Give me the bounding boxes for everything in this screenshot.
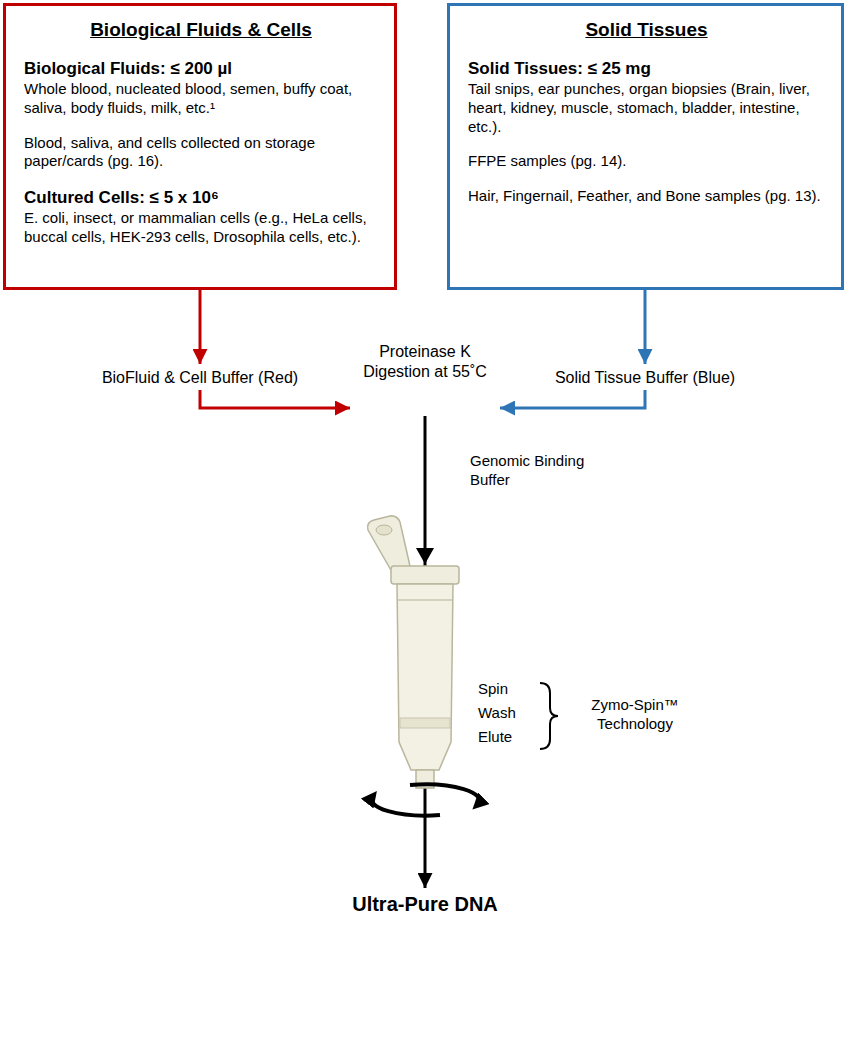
result-label: Ultra-Pure DNA bbox=[310, 888, 540, 921]
box-heading: Solid Tissues bbox=[468, 18, 825, 42]
column-body bbox=[397, 584, 453, 770]
box-text: Cultured Cells: ≤ 5 x 10⁶ bbox=[24, 187, 378, 208]
column-rim bbox=[391, 566, 459, 584]
box-text: FFPE samples (pg. 14). bbox=[468, 152, 825, 171]
lid-plug bbox=[376, 525, 392, 535]
box-text: BioFluid & Cell Buffer (Red) bbox=[99, 368, 301, 388]
flow-arrow bbox=[200, 390, 350, 408]
box-text: Ultra-Pure DNA bbox=[314, 892, 536, 917]
arrow-head bbox=[416, 548, 434, 564]
flow-arrow bbox=[644, 290, 647, 364]
spin-arrow bbox=[372, 796, 440, 816]
flow-arrow bbox=[199, 290, 202, 364]
sample-box: Biological Fluids & CellsBiological Flui… bbox=[3, 3, 397, 290]
box-text: Blood, saliva, and cells collected on st… bbox=[24, 134, 378, 172]
buffer-label: BioFluid & Cell Buffer (Red) bbox=[95, 364, 305, 390]
flow-arrow bbox=[500, 390, 645, 408]
box-text: Tail snips, ear punches, organ biopsies … bbox=[468, 80, 825, 136]
box-text: Whole blood, nucleated blood, semen, buf… bbox=[24, 80, 378, 118]
box-heading: Biological Fluids & Cells bbox=[24, 18, 378, 42]
box-text: Biological Fluids: ≤ 200 µl bbox=[24, 58, 378, 79]
bracket bbox=[540, 683, 558, 749]
column-lid bbox=[368, 516, 410, 572]
column-collar bbox=[398, 599, 452, 601]
digestion-step: Proteinase K Digestion at 55˚C bbox=[350, 338, 500, 416]
box-text: Solid Tissue Buffer (Blue) bbox=[544, 368, 746, 388]
spin-arrow bbox=[410, 784, 479, 805]
technology-label: Zymo-Spin™ Technology bbox=[572, 696, 698, 734]
box-text: Solid Tissues: ≤ 25 mg bbox=[468, 58, 825, 79]
box-text: E. coli, insect, or mammalian cells (e.g… bbox=[24, 209, 378, 247]
buffer-label: Solid Tissue Buffer (Blue) bbox=[540, 364, 750, 390]
sample-box: Solid TissuesSolid Tissues: ≤ 25 mgTail … bbox=[447, 3, 844, 290]
edge-label: Genomic Binding Buffer bbox=[470, 452, 620, 490]
step-label: Spin bbox=[478, 680, 508, 699]
step-label: Elute bbox=[478, 728, 512, 747]
column-matrix bbox=[400, 718, 450, 728]
step-label: Wash bbox=[478, 704, 516, 723]
box-text: Proteinase K Digestion at 55˚C bbox=[358, 342, 492, 382]
box-text: Hair, Fingernail, Feather, and Bone samp… bbox=[468, 187, 825, 206]
